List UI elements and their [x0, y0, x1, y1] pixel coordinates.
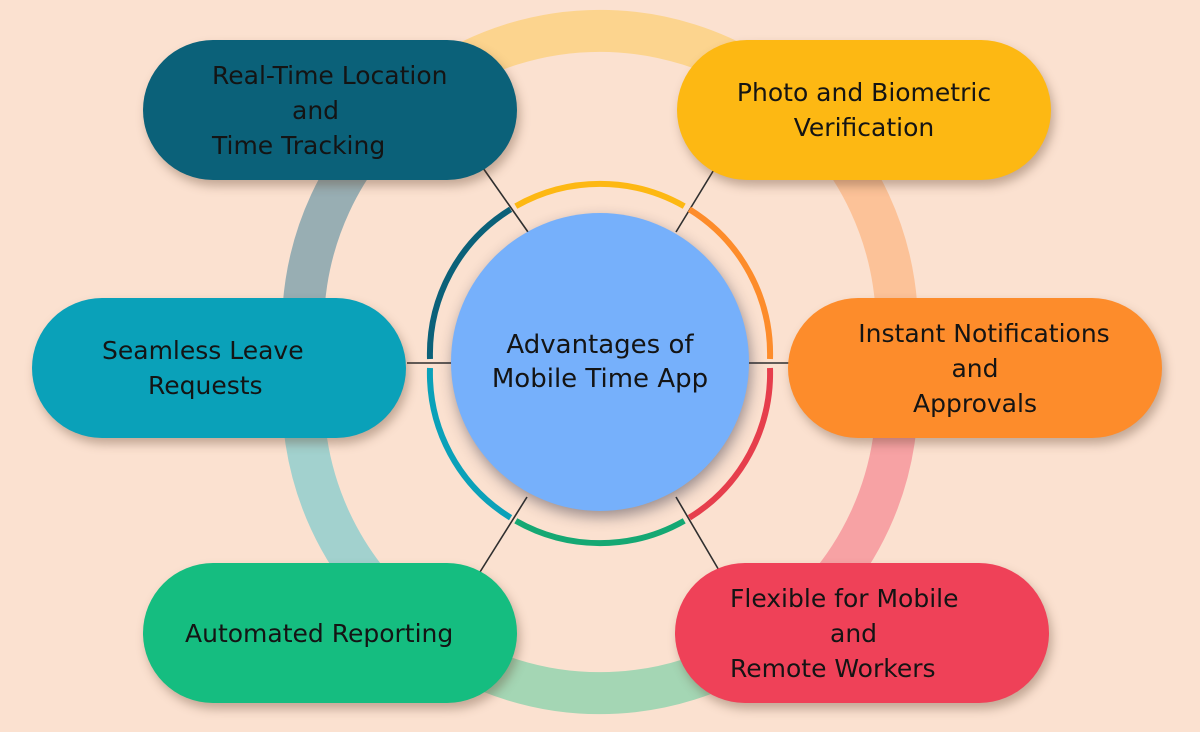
node-line: Real-Time Location [212, 60, 448, 90]
photo-biometric-node: Photo and Biometric Verification [677, 40, 1051, 180]
node-line: Flexible for Mobile [730, 583, 959, 613]
node-line: Remote Workers [730, 653, 936, 683]
node-line: Requests [148, 371, 263, 400]
inner-ring-navy [426, 206, 513, 360]
node-line: Automated Reporting [185, 618, 454, 648]
node-line: and [951, 353, 999, 383]
instant-notifications-node: Instant Notifications and Approvals [788, 298, 1162, 438]
node-line: Approvals [913, 388, 1037, 418]
inner-ring-teal [426, 367, 513, 521]
connector-lines [407, 167, 790, 573]
center-topic-circle: Advantages of Mobile Time App [451, 213, 749, 511]
inner-ring-red [687, 367, 774, 521]
automated-reporting-node: Automated Reporting [143, 563, 517, 703]
seamless-leave-node: Seamless Leave Requests [32, 298, 406, 438]
flexible-workers-node: Flexible for Mobile and Remote Workers [675, 563, 1049, 703]
center-line-1: Advantages of [506, 330, 694, 360]
node-line: and [292, 95, 340, 125]
inner-ring-green [514, 518, 686, 547]
inner-ring-yellow [514, 180, 686, 209]
node-line: Seamless Leave [102, 336, 304, 365]
center-line-2: Mobile Time App [491, 364, 709, 394]
node-line: Photo and Biometric [736, 78, 992, 107]
real-time-location-node: Real-Time Location and Time Tracking [143, 40, 517, 180]
node-line: and [830, 618, 878, 648]
node-line: Verification [793, 113, 935, 142]
inner-ring-orange [687, 206, 774, 360]
node-line: Instant Notifications [858, 318, 1110, 348]
node-line: Time Tracking [212, 130, 386, 160]
